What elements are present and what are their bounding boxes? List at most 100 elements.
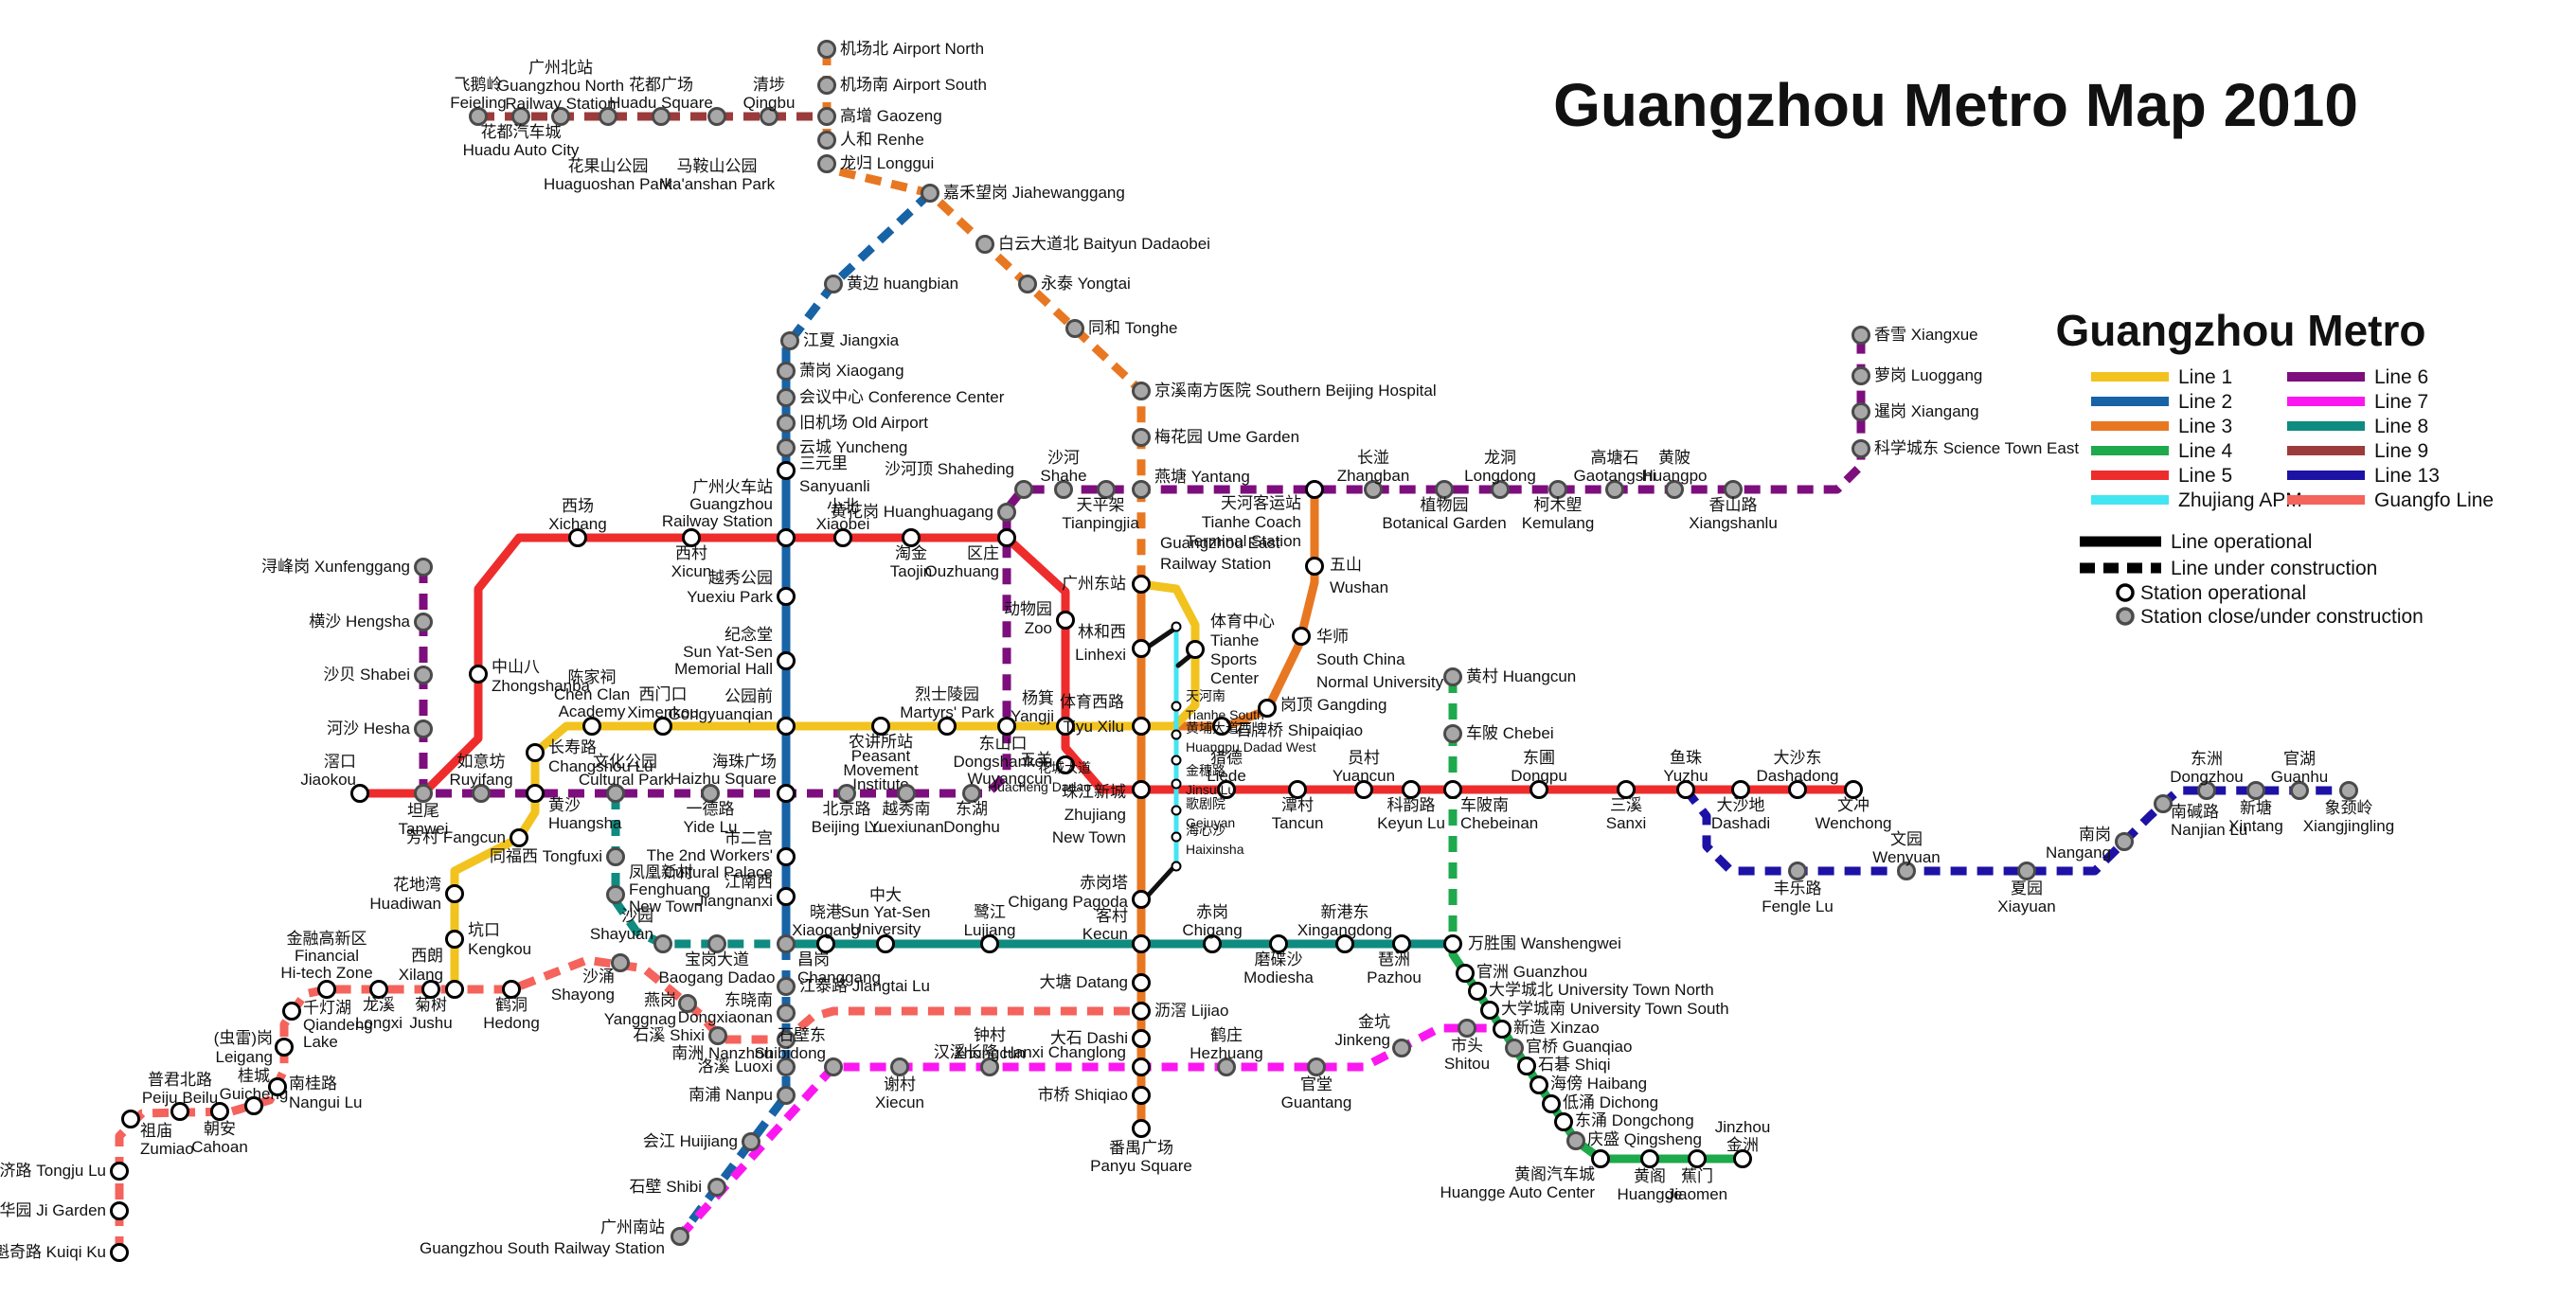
station-operational-dot: [526, 784, 545, 803]
station-label: 同和 Tonghe: [1088, 319, 1178, 337]
station-label: 低涌 Dichong: [1563, 1093, 1658, 1111]
station-operational-dot: [110, 1243, 129, 1262]
station-apm-north-terminus: [1171, 621, 1182, 632]
station-gaozeng: 高增 Gaozeng: [817, 107, 942, 126]
station-under-construction-dot: [414, 558, 433, 577]
station-under-construction-dot: [671, 1227, 689, 1246]
station-operational-dot: [777, 784, 796, 803]
station-under-construction-dot: [511, 107, 530, 126]
station-operational-dot: [1132, 780, 1151, 799]
station-operational-dot: [1305, 480, 1324, 499]
station-operational-dot: [653, 717, 672, 736]
legend-label-line-7: Line 7: [2374, 391, 2428, 413]
station-under-construction-dot: [897, 784, 916, 803]
station-xiaogang: 萧岗 Xiaogang: [777, 362, 904, 381]
station-xiangxue: 香雪 Xiangxue: [1852, 326, 1978, 345]
station-qingsheng: 庆盛 Qingsheng: [1566, 1130, 1702, 1150]
station-operational-dot: [121, 1110, 140, 1128]
station-airport-north: 机场北 Airport North: [817, 40, 984, 59]
station-label: 江夏 Jiangxia: [803, 331, 900, 349]
station-under-construction-dot: [2290, 781, 2309, 800]
station-under-construction-dot: [777, 1086, 796, 1105]
station-under-construction-dot: [817, 154, 836, 173]
station-operational-dot: [445, 930, 464, 949]
legend-station-closed-label: Station close/under construction: [2140, 606, 2424, 628]
station-under-construction-dot: [611, 953, 630, 972]
station-under-construction-dot: [1132, 428, 1151, 447]
station-yuncheng: 云城 Yuncheng: [777, 438, 907, 457]
station-operational-dot: [469, 665, 488, 684]
station-operational-dot: [350, 784, 369, 803]
station-under-construction-dot: [1852, 402, 1870, 421]
station-under-construction-dot: [414, 613, 433, 631]
station-label: 黄花岗 Huanghuagang: [831, 503, 993, 521]
station-operational-dot: [502, 980, 521, 999]
station-label: 庆盛 Qingsheng: [1587, 1130, 1702, 1148]
station-under-construction-dot: [817, 76, 836, 95]
station-label: 高增 Gaozeng: [840, 107, 942, 125]
station-fangcun: 芳村 Fangcun: [406, 828, 528, 847]
station-label: 沥滘 Lijiao: [1154, 1002, 1228, 1020]
station-operational-dot: [170, 1102, 189, 1121]
station-under-construction-dot: [1065, 319, 1084, 338]
station-luoggang: 萝岗 Luoggang: [1852, 366, 1982, 385]
station-operational-dot: [1132, 1086, 1151, 1105]
station-under-construction-dot: [1788, 862, 1807, 880]
station-jiangxia: 江夏 Jiangxia: [780, 331, 900, 350]
station-operational-dot: [1132, 1119, 1151, 1138]
station-tongju-lu: 同济路 Tongju Lu: [0, 1162, 129, 1181]
station-under-construction-dot: [469, 107, 488, 126]
station-operational-dot: [777, 461, 796, 480]
station-kuiqi-ku: 魁奇路 Kuiqi Ku: [0, 1243, 129, 1262]
line-line5-operational: [355, 533, 1858, 798]
station-label: 梅花园 Ume Garden: [1154, 428, 1299, 446]
